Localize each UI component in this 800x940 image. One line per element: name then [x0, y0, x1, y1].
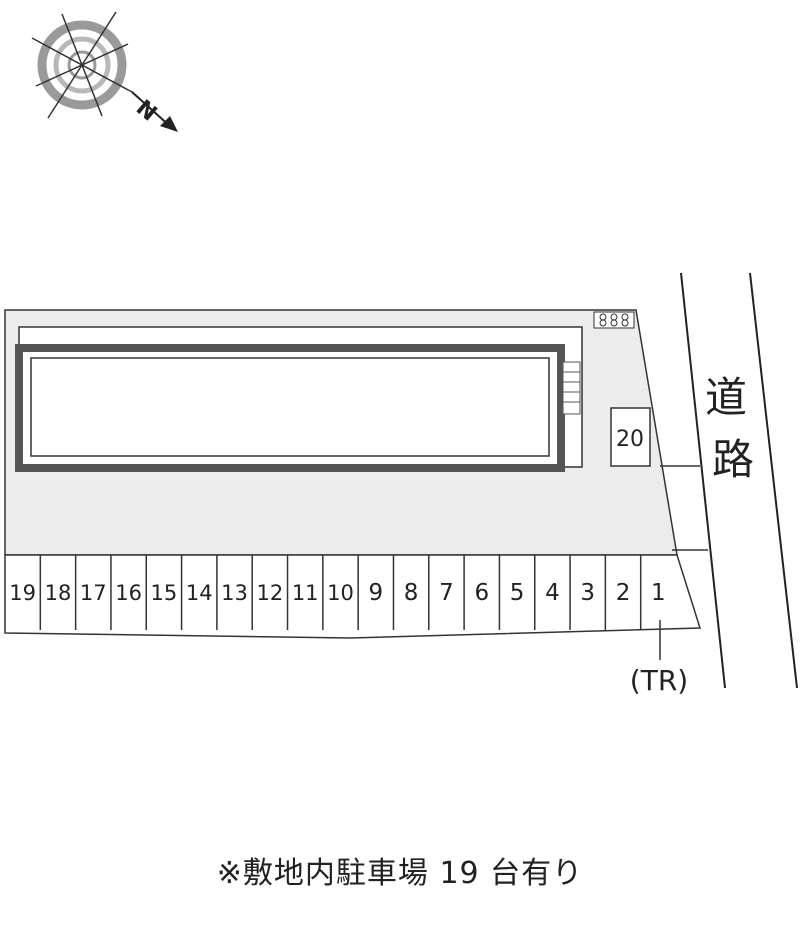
- parking-slot-number-17: 17: [80, 581, 107, 605]
- parking-slot-number-12: 12: [257, 581, 284, 605]
- transformer-label: (TR): [630, 664, 688, 697]
- road-label-1: 道: [705, 373, 747, 422]
- parking-slot-number-1: 1: [651, 580, 666, 606]
- footer-note: ※敷地内駐車場 19 台有り: [216, 856, 584, 891]
- parking-row: [4, 554, 702, 639]
- parking-slot-number-7: 7: [439, 580, 454, 606]
- parking-slot-number-2: 2: [616, 580, 631, 606]
- bicycle-icon: [593, 311, 635, 329]
- staircase: [562, 361, 581, 415]
- parking-slot-number-18: 18: [45, 581, 72, 605]
- parking-slot-number-5: 5: [510, 580, 525, 606]
- parking-slot-number-4: 4: [545, 580, 560, 606]
- parking-slot-number-16: 16: [115, 581, 142, 605]
- parking-slot-number-8: 8: [404, 580, 419, 606]
- road-label-2: 路: [712, 435, 754, 484]
- parking-slot-number-19: 19: [9, 581, 36, 605]
- parking-space-20: 20: [610, 407, 651, 467]
- parking-slot-number-9: 9: [368, 580, 383, 606]
- north-label: N: [131, 96, 161, 127]
- parking-slot-number-14: 14: [186, 581, 213, 605]
- building: [15, 326, 583, 472]
- parking-slot-number-13: 13: [221, 581, 248, 605]
- parking-slot-number-6: 6: [474, 580, 489, 606]
- parking-slot-number-3: 3: [580, 580, 595, 606]
- compass-rose-icon: N: [31, 11, 178, 132]
- parking-slot-number-15: 15: [151, 581, 178, 605]
- parking-slot-number-10: 10: [327, 581, 354, 605]
- parking-slot-number-11: 11: [292, 581, 319, 605]
- road: 道 路: [680, 272, 798, 689]
- parking-space-20-label: 20: [616, 427, 644, 452]
